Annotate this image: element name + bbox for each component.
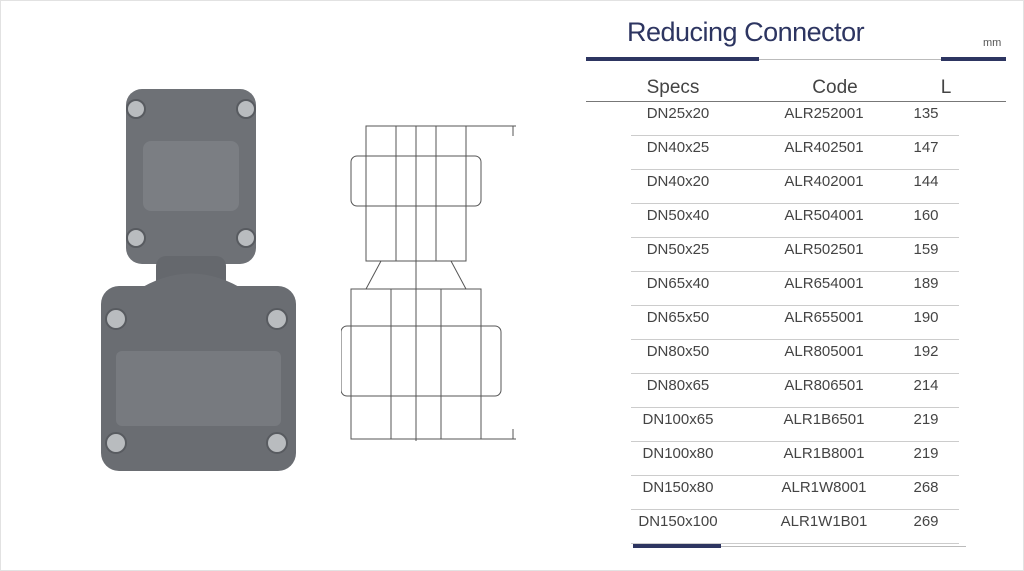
spec-cell: DN50x40	[646, 207, 710, 224]
length-cell: 268	[913, 479, 939, 496]
code-cell: ALR805001	[784, 343, 864, 360]
footer-divider	[721, 546, 966, 547]
table-row: DN25x20 ALR252001 135	[631, 101, 959, 136]
length-cell: 189	[913, 275, 939, 292]
spec-cell: DN80x65	[646, 377, 710, 394]
table-row: DN40x20 ALR402001 144	[631, 169, 959, 204]
length-cell: 135	[913, 105, 939, 122]
spec-cell: DN100x80	[642, 445, 714, 462]
code-cell: ALR654001	[784, 275, 864, 292]
header-specs: Specs	[646, 77, 700, 98]
length-cell: 269	[913, 513, 939, 530]
code-cell: ALR1W8001	[781, 479, 867, 496]
code-cell: ALR1W1B01	[780, 513, 868, 530]
code-cell: ALR504001	[784, 207, 864, 224]
table-row: DN150x100 ALR1W1B01 269	[631, 509, 959, 544]
table-row: DN65x50 ALR655001 190	[631, 305, 959, 340]
table-row: DN150x80 ALR1W8001 268	[631, 475, 959, 510]
length-cell: 160	[913, 207, 939, 224]
header-divider	[586, 101, 1006, 102]
length-cell: 192	[913, 343, 939, 360]
code-cell: ALR655001	[784, 309, 864, 326]
code-cell: ALR1B8001	[783, 445, 865, 462]
table-row: DN80x65 ALR806501 214	[631, 373, 959, 408]
title-accent-bar	[586, 57, 759, 61]
code-cell: ALR402501	[784, 139, 864, 156]
footer-accent-bar	[633, 544, 721, 548]
spec-cell: DN150x100	[638, 513, 718, 530]
code-cell: ALR252001	[784, 105, 864, 122]
code-cell: ALR402001	[784, 173, 864, 190]
table-row: DN50x40 ALR504001 160	[631, 203, 959, 238]
length-cell: 147	[913, 139, 939, 156]
title-accent-bar-right	[941, 57, 1006, 61]
unit-label: mm	[983, 37, 1002, 49]
technical-drawing	[341, 125, 516, 441]
table-row: DN65x40 ALR654001 189	[631, 271, 959, 306]
page-title: Reducing Connector	[627, 17, 865, 47]
spec-cell: DN40x25	[646, 139, 710, 156]
code-cell: ALR502501	[784, 241, 864, 258]
table-row: DN40x25 ALR402501 147	[631, 135, 959, 170]
spec-cell: DN50x25	[646, 241, 710, 258]
title-divider	[759, 59, 941, 60]
length-cell: 219	[913, 411, 939, 428]
header-l: L	[940, 77, 952, 98]
table-row: DN100x80 ALR1B8001 219	[631, 441, 959, 476]
table-row: DN80x50 ALR805001 192	[631, 339, 959, 374]
spec-cell: DN100x65	[642, 411, 714, 428]
spec-cell: DN25x20	[646, 105, 710, 122]
header-code: Code	[812, 77, 858, 98]
length-cell: 214	[913, 377, 939, 394]
code-cell: ALR1B6501	[783, 411, 865, 428]
spec-cell: DN80x50	[646, 343, 710, 360]
spec-cell: DN65x40	[646, 275, 710, 292]
code-cell: ALR806501	[784, 377, 864, 394]
length-cell: 190	[913, 309, 939, 326]
length-cell: 144	[913, 173, 939, 190]
table-row: DN50x25 ALR502501 159	[631, 237, 959, 272]
length-cell: 159	[913, 241, 939, 258]
product-photo	[101, 89, 296, 471]
spec-cell: DN40x20	[646, 173, 710, 190]
spec-cell: DN65x50	[646, 309, 710, 326]
table-row: DN100x65 ALR1B6501 219	[631, 407, 959, 442]
spec-cell: DN150x80	[642, 479, 714, 496]
length-cell: 219	[913, 445, 939, 462]
